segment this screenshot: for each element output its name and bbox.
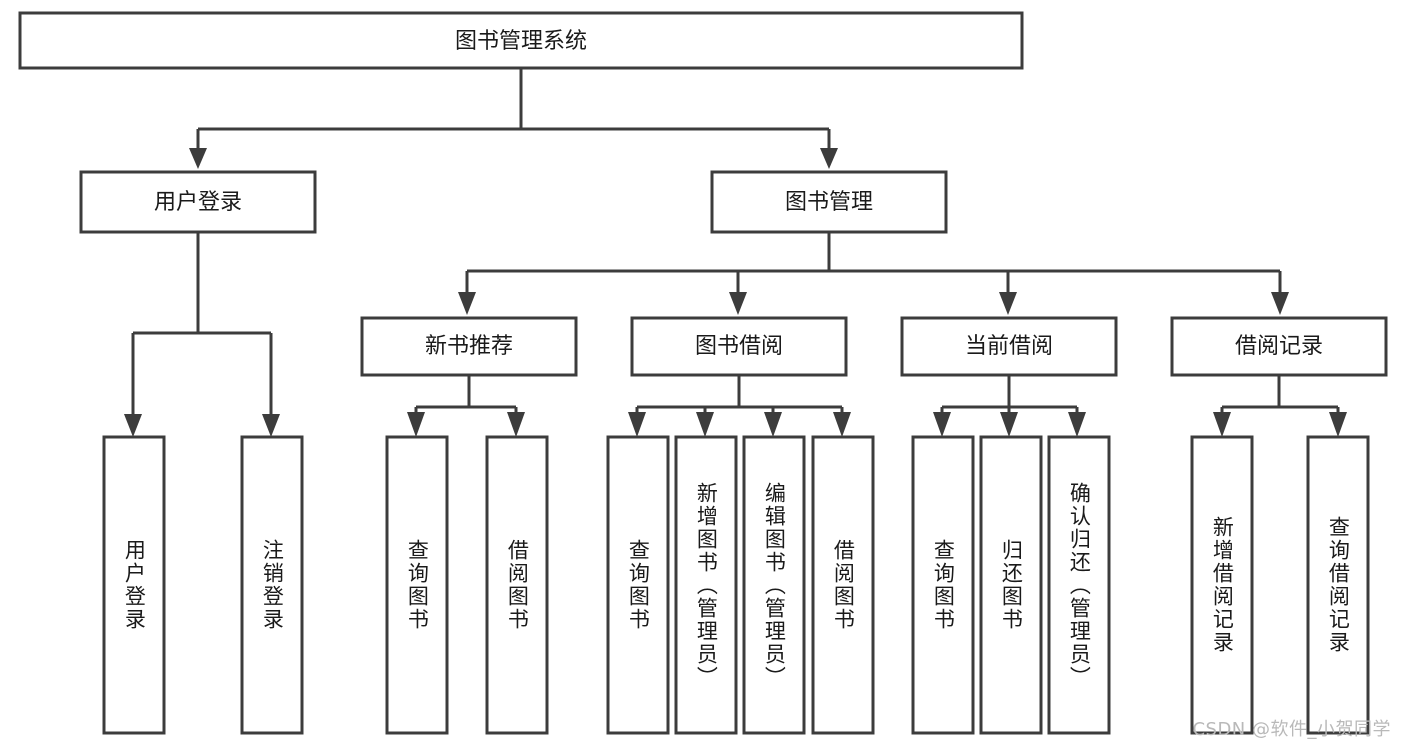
node-current-borrow-box[interactable]: [900, 316, 1118, 377]
connector-new-book-recommend-to-leaves: [407, 375, 525, 437]
node-current-borrow[interactable]: 当前借阅: [900, 316, 1118, 377]
arrow-head-leaf-borrow-book-2: [833, 412, 851, 437]
leaf-box-logout-login[interactable]: [240, 435, 304, 735]
connector-borrow-record-to-leaves: [1213, 375, 1347, 437]
arrow-head-leaf-query-book-3: [933, 412, 951, 437]
node-user-login[interactable]: 用户登录: [79, 170, 317, 234]
leaf-box-confirm-return[interactable]: [1047, 435, 1111, 735]
arrow-head-user-login: [189, 148, 207, 169]
arrow-head-leaf-add-record: [1213, 412, 1231, 437]
node-borrow-record-box[interactable]: [1170, 316, 1388, 377]
node-root-box[interactable]: [18, 11, 1024, 70]
arrow-head-book-manage: [820, 148, 838, 169]
node-book-borrow-box[interactable]: [630, 316, 848, 377]
leaf-box-query-book-1[interactable]: [385, 435, 449, 735]
leaf-box-borrow-book-2[interactable]: [811, 435, 875, 735]
leaf-box-add-record[interactable]: [1190, 435, 1254, 735]
connector-book-manage-to-level3: [458, 232, 1289, 315]
node-root[interactable]: 图书管理系统: [18, 11, 1024, 70]
leaf-box-user-login[interactable]: [102, 435, 166, 735]
connector-root-to-level2: [189, 68, 838, 169]
node-user-login-label: 用户登录: [154, 190, 242, 215]
leaf-box-borrow-book-1[interactable]: [485, 435, 549, 735]
node-book-manage-box[interactable]: [710, 170, 948, 234]
node-book-manage[interactable]: 图书管理: [710, 170, 948, 234]
arrow-head-leaf-query-book-1: [407, 412, 425, 437]
connector-user-login-to-leaves: [124, 232, 280, 437]
arrow-head-leaf-user-login: [124, 414, 142, 437]
leaf-box-query-record[interactable]: [1306, 435, 1370, 735]
csdn-watermark: CSDN @软件_小贺同学: [1192, 719, 1391, 740]
connector-current-borrow-to-leaves: [933, 375, 1086, 437]
arrow-head-leaf-query-book-2: [628, 412, 646, 437]
node-book-manage-label: 图书管理: [785, 190, 873, 215]
node-book-borrow-label: 图书借阅: [695, 334, 783, 359]
arrow-head-book-borrow: [729, 292, 747, 315]
leaf-box-query-book-2[interactable]: [606, 435, 670, 735]
leaf-box-return-book[interactable]: [979, 435, 1043, 735]
node-new-book-recommend-label: 新书推荐: [425, 334, 513, 359]
node-new-book-recommend-box[interactable]: [360, 316, 578, 377]
arrow-head-current-borrow: [999, 292, 1017, 315]
arrow-head-leaf-logout-login: [262, 414, 280, 437]
arrow-head-leaf-edit-book: [764, 412, 782, 437]
node-borrow-record-label: 借阅记录: [1235, 334, 1323, 359]
connector-book-borrow-to-leaves: [628, 375, 851, 437]
leaf-box-query-book-3[interactable]: [911, 435, 975, 735]
arrow-head-borrow-record: [1271, 292, 1289, 315]
arrow-head-leaf-borrow-book-1: [507, 412, 525, 437]
node-borrow-record[interactable]: 借阅记录: [1170, 316, 1388, 377]
arrow-head-leaf-return-book: [1000, 412, 1018, 437]
arrow-head-new-book-recommend: [458, 292, 476, 315]
node-root-label: 图书管理系统: [455, 29, 587, 54]
node-current-borrow-label: 当前借阅: [965, 334, 1053, 359]
arrow-head-leaf-add-book: [696, 412, 714, 437]
node-book-borrow[interactable]: 图书借阅: [630, 316, 848, 377]
arrow-head-leaf-query-record: [1329, 412, 1347, 437]
node-new-book-recommend[interactable]: 新书推荐: [360, 316, 578, 377]
arrow-head-leaf-confirm-return: [1068, 412, 1086, 437]
leaf-box-add-book[interactable]: [674, 435, 738, 735]
leaf-box-edit-book[interactable]: [742, 435, 806, 735]
